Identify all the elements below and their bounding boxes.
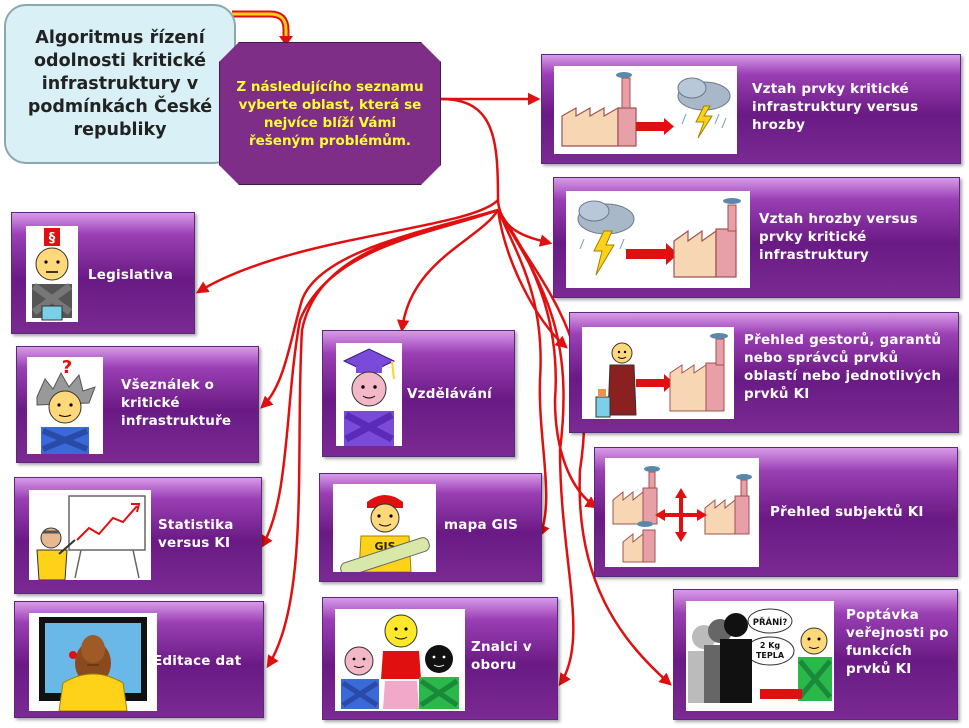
option-statistika[interactable]: Statistika versus KI (14, 477, 262, 594)
option-label: Přehled subjektů KI (770, 504, 924, 520)
factory-to-storm-icon (554, 66, 737, 154)
option-label: Znalci v oboru (471, 639, 532, 673)
statistics-icon (29, 490, 151, 580)
option-label: Statistika versus KI (158, 517, 234, 551)
question-mark: ? (62, 357, 72, 378)
option-label: mapa GIS (444, 517, 519, 533)
option-label: Editace dat (153, 653, 242, 669)
option-label: Legislativa (88, 267, 174, 283)
option-vztah-prvky-hrozby[interactable]: Vztah prvky kritické infrastruktury vers… (541, 54, 961, 164)
arrow-to-editace (266, 208, 499, 669)
title-box: Algoritmus řízení odolnosti kritické inf… (4, 4, 236, 164)
option-vztah-hrozby-prvky[interactable]: Vztah hrozby versus prvky kritické infra… (553, 177, 960, 298)
entities-overview-icon (605, 458, 759, 567)
option-vzdelavani[interactable]: Vzdělávání (322, 330, 515, 457)
graduate-icon (336, 343, 402, 446)
arrow-to-prehled-gestoru (496, 209, 568, 349)
prompt-box: Z následujícího seznamu vyberte oblast, … (219, 42, 441, 185)
option-label: Vztah prvky kritické infrastruktury vers… (752, 81, 919, 133)
option-poptavka[interactable]: PŘÁNÍ? 2 Kg TEPLA Poptávka veřejnosti po… (673, 589, 958, 720)
prompt-text: Z následujícího seznamu vyberte oblast, … (236, 78, 424, 149)
option-label: Přehled gestorů, garantů nebo správců pr… (744, 332, 942, 402)
speech-prani: PŘÁNÍ? (753, 616, 788, 628)
option-label: Vztah hrozby versus prvky kritické infra… (759, 211, 918, 263)
data-editing-icon (29, 613, 157, 711)
arrow-to-mapa-gis (496, 209, 550, 538)
option-mapa-gis[interactable]: GIS mapa GIS (319, 473, 542, 582)
option-prehled-gestoru[interactable]: Přehled gestorů, garantů nebo správců pr… (569, 312, 959, 433)
arrow-to-vzdelavani (396, 209, 500, 333)
option-label: Vzdělávání (407, 386, 493, 402)
option-vseznalek[interactable]: ? Všeználek o kritické infrastruktuře (16, 346, 259, 463)
option-legislativa[interactable]: § Legislativa (11, 212, 195, 334)
entry-arrow (232, 10, 290, 38)
option-label: Všeználek o kritické infrastruktuře (121, 377, 232, 429)
lawyer-icon: § (26, 226, 78, 322)
arrow-to-poptavka (496, 209, 672, 686)
experts-group-icon (335, 609, 465, 711)
title-text: Algoritmus řízení odolnosti kritické inf… (27, 27, 213, 140)
paragraph-symbol: § (49, 231, 56, 246)
option-label: Poptávka veřejnosti po funkcích prvků KI (846, 607, 949, 677)
storm-to-factory-icon (566, 191, 750, 288)
option-znalci[interactable]: Znalci v oboru (322, 597, 558, 720)
know-it-all-icon: ? (27, 357, 103, 454)
option-editace-dat[interactable]: Editace dat (14, 601, 264, 718)
speech-tepla: TEPLA (756, 651, 785, 660)
gis-map-icon: GIS (333, 484, 436, 572)
speech-kg: 2 Kg (760, 641, 781, 650)
arrow-to-vztah-hrozby-prvky (440, 97, 553, 247)
public-demand-icon: PŘÁNÍ? 2 Kg TEPLA (686, 601, 834, 711)
arrow-to-legislativa (195, 199, 499, 294)
manager-to-factory-icon (582, 327, 734, 419)
option-prehled-subjektu[interactable]: Přehled subjektů KI (594, 447, 958, 577)
arrow-to-prehled-subjektu (496, 209, 599, 509)
